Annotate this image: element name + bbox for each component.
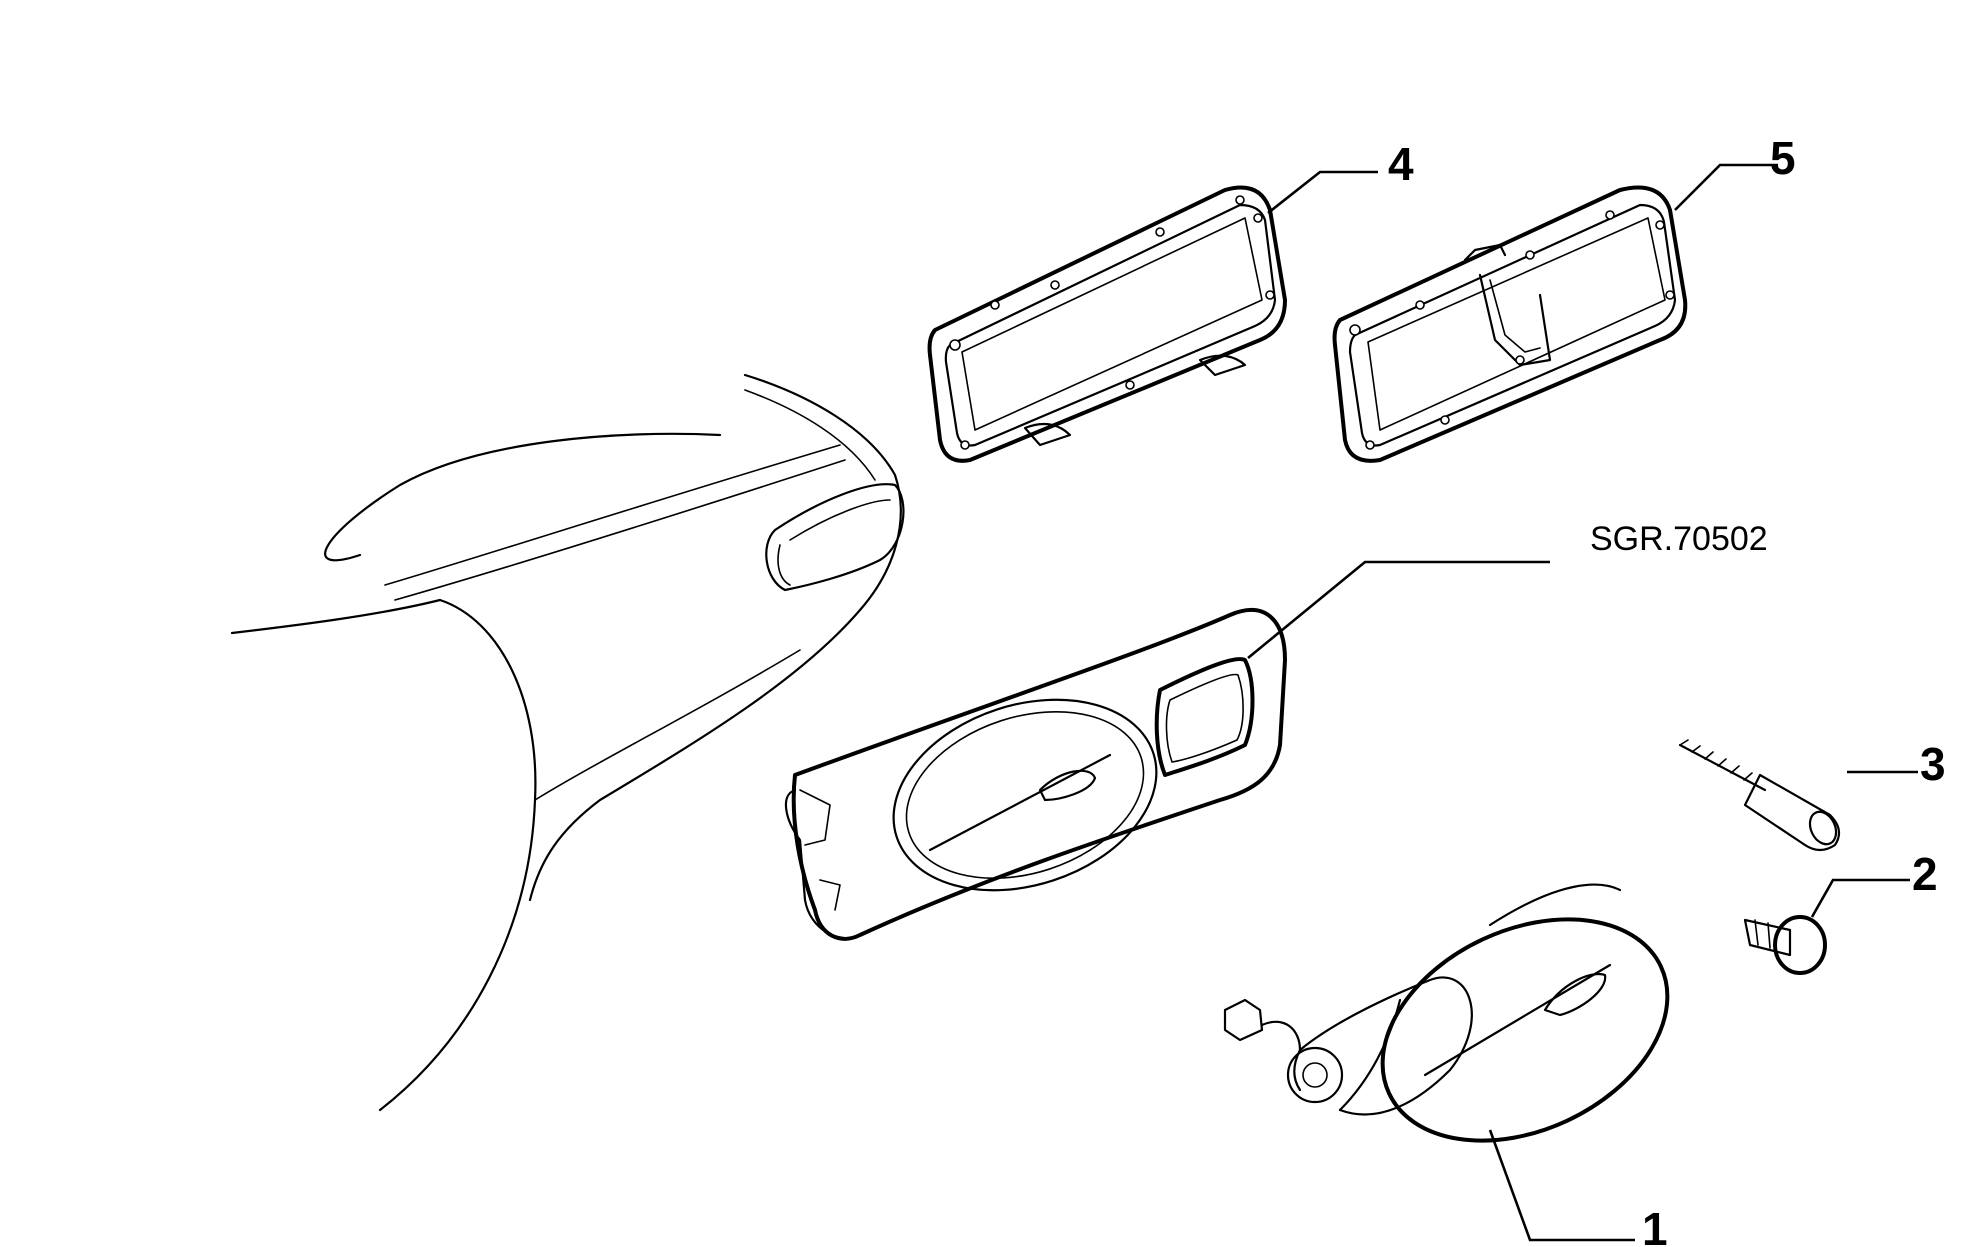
leader-lines <box>1247 163 1918 1242</box>
callout-5: 5 <box>1770 132 1796 184</box>
clip-part-2 <box>1743 915 1827 975</box>
drawing-code: SGR.70502 <box>1590 520 1768 558</box>
dashboard-outline <box>230 373 905 1112</box>
callout-2: 2 <box>1912 848 1938 900</box>
console-trim-panel <box>784 608 1287 941</box>
frame-part-5 <box>1332 185 1688 463</box>
callout-3: 3 <box>1920 738 1946 790</box>
lamp-unit-part-1 <box>1223 883 1670 1143</box>
frame-gasket-part-4 <box>927 185 1287 463</box>
callout-4: 4 <box>1388 138 1414 190</box>
screw-part-3 <box>1678 739 1841 852</box>
callout-1: 1 <box>1642 1203 1668 1247</box>
